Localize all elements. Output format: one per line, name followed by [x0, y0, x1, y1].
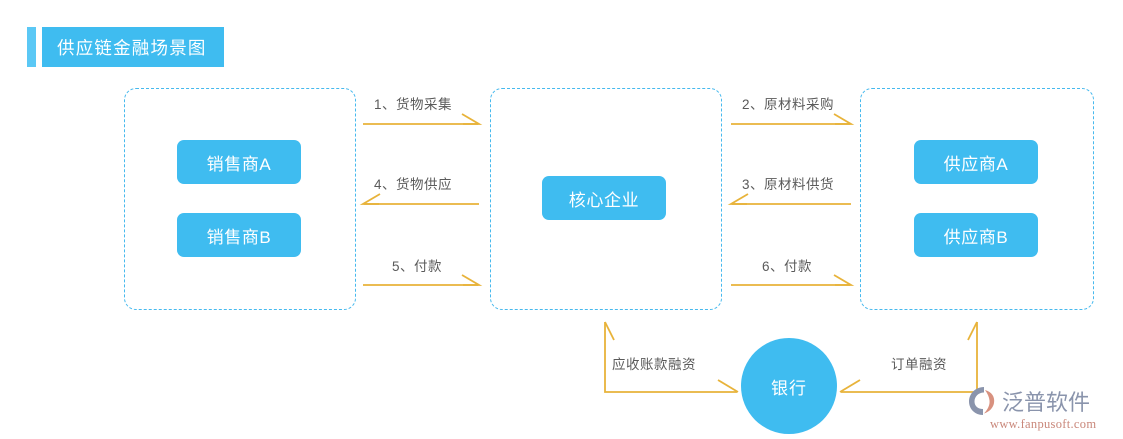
- arrow-flow-4: [359, 193, 479, 205]
- entity-core-enterprise[interactable]: 核心企业: [542, 176, 666, 220]
- watermark-logo: 泛普软件 www.fanpusoft.com: [968, 386, 1118, 434]
- title-text: 供应链金融场景图: [57, 37, 207, 58]
- supplier-group-box: [860, 88, 1094, 310]
- flow-label-5: 5、付款: [392, 259, 443, 274]
- flow-label-accounts-receivable: 应收账款融资: [612, 357, 696, 372]
- arrow-flow-2: [731, 113, 855, 125]
- flow-label-6: 6、付款: [762, 259, 813, 274]
- title-accent-bar: [27, 27, 36, 67]
- arrow-flow-3: [727, 193, 851, 205]
- flow-label-order-financing: 订单融资: [891, 357, 947, 372]
- seller-group-box: [124, 88, 356, 310]
- entity-bank[interactable]: 银行: [741, 338, 837, 434]
- title-block: 供应链金融场景图: [42, 27, 224, 67]
- entity-supplier-a[interactable]: 供应商A: [914, 140, 1038, 184]
- logo-row: 泛普软件: [968, 386, 1118, 416]
- flow-label-4: 4、货物供应: [374, 177, 453, 192]
- flow-label-1: 1、货物采集: [374, 97, 453, 112]
- flow-label-3: 3、原材料供货: [742, 177, 835, 192]
- page-title: 供应链金融场景图: [27, 27, 224, 67]
- entity-seller-b[interactable]: 销售商B: [177, 213, 301, 257]
- flow-label-2: 2、原材料采购: [742, 97, 835, 112]
- fanpu-logo-icon: [969, 387, 995, 415]
- entity-seller-a[interactable]: 销售商A: [177, 140, 301, 184]
- logo-wordmark: 泛普软件: [1002, 391, 1091, 416]
- title-spacer: [36, 27, 42, 67]
- arrow-flow-6: [731, 274, 855, 286]
- arrow-flow-1: [363, 113, 483, 125]
- arrow-flow-5: [363, 274, 483, 286]
- logo-url: www.fanpusoft.com: [990, 417, 1097, 431]
- entity-supplier-b[interactable]: 供应商B: [914, 213, 1038, 257]
